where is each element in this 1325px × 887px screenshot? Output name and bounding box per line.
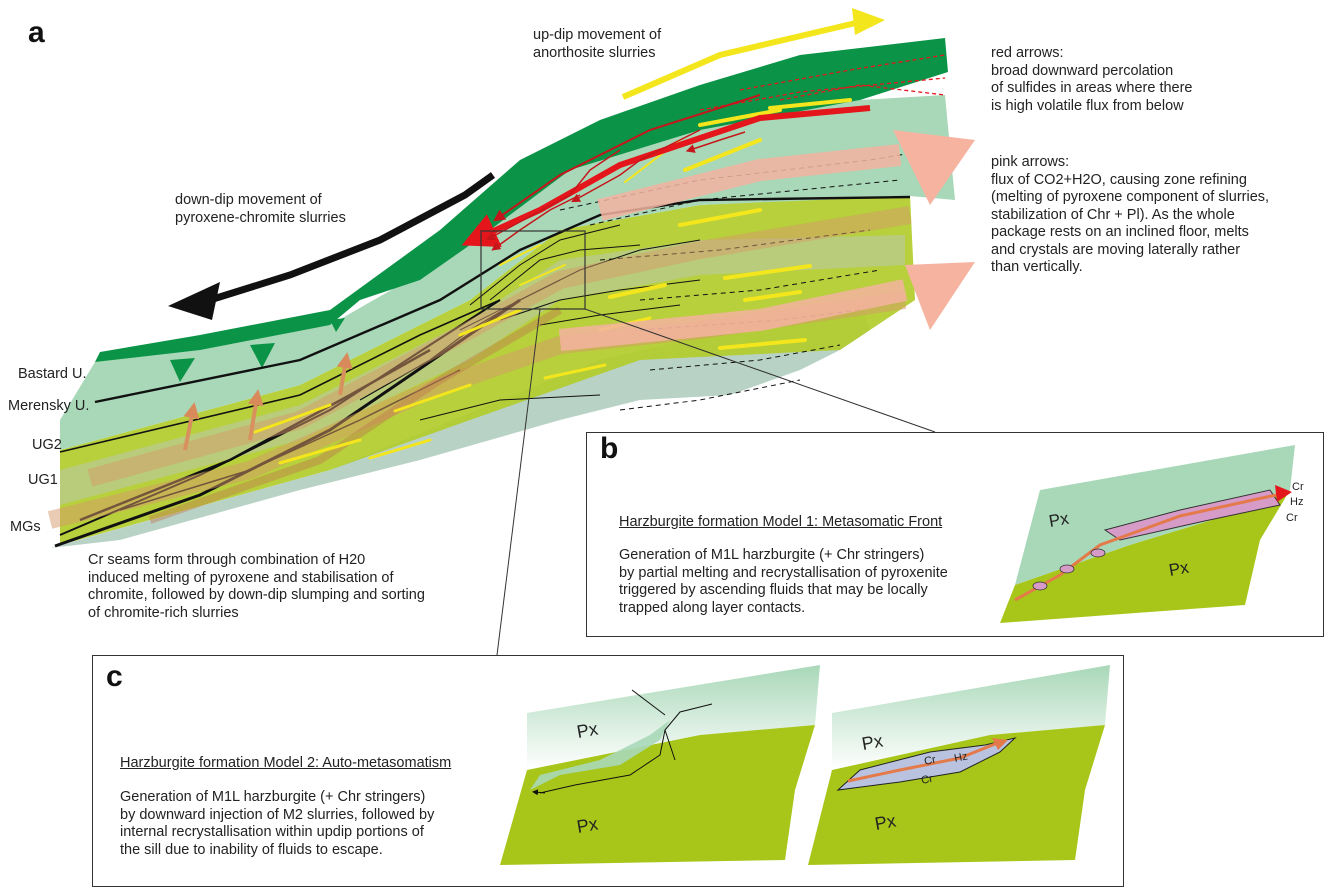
panel-b-letter: b [600,432,619,465]
panel-c-left-drawing [500,665,820,865]
layer-label-bastard: Bastard U. [18,366,87,382]
layer-label-ug1: UG1 [28,472,58,488]
panel-a-letter: a [28,16,45,49]
layer-label-merensky: Merensky U. [8,398,90,414]
pink-arrow-lower-head [905,262,975,330]
layer-label-ug2: UG2 [32,437,62,453]
merensky-boundary [59,299,501,453]
panel-c-letter: c [106,660,123,693]
panel-b-box [586,432,1324,637]
panel-b-drawing [1000,445,1295,623]
inset-rectangle [480,230,586,310]
pink-arrows-note: pink arrows: flux of CO2+H2O, causing zo… [991,154,1270,275]
panel-b-text: Generation of M1L harzburgite (+ Chr str… [619,547,948,616]
pink-arrow-upper-head [893,130,975,205]
layer-label-mgs: MGs [10,519,41,535]
lower-grey-layer [50,300,870,548]
updip-note: up-dip movement of anorthosite slurries [533,27,662,61]
cr-seams-note: Cr seams form through combination of H20… [88,552,425,621]
pink-arrow-lower [558,279,908,351]
downdip-note: down-dip movement of pyroxene-chromite s… [175,192,346,226]
up-dip-arrow [621,19,861,100]
down-dip-arrow [208,172,496,304]
red-arrows-note: red arrows: broad downward percolation o… [991,45,1193,114]
panel-c-title: Harzburgite formation Model 2: Auto-meta… [120,755,452,771]
panel-c-right-drawing [808,665,1110,865]
panel-b-title: Harzburgite formation Model 1: Metasomat… [619,514,943,530]
panel-c-text: Generation of M1L harzburgite (+ Chr str… [120,789,435,858]
pink-arrow-upper [597,144,902,221]
panel-a-block-diagram [47,8,975,656]
